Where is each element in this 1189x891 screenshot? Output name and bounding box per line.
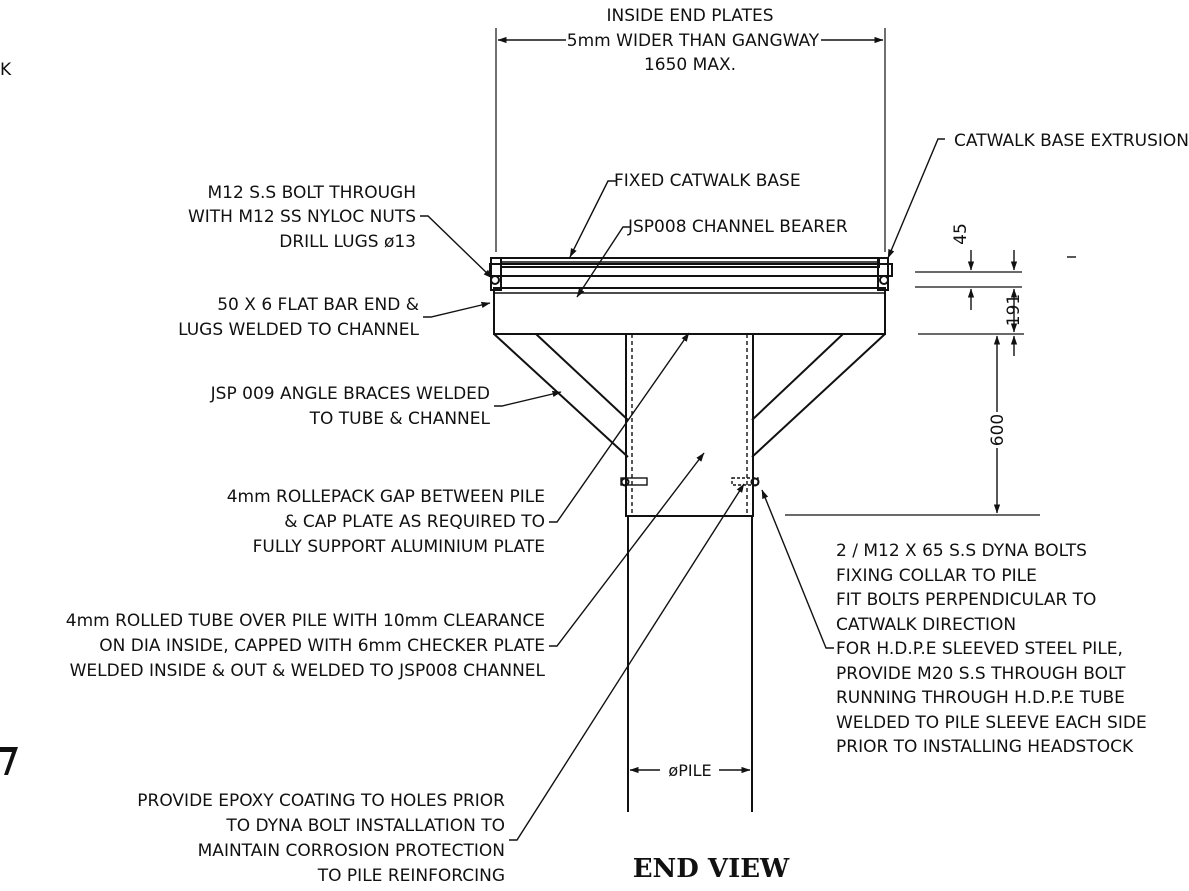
end-plates bbox=[490, 257, 889, 291]
dyna-note-line2: FIXING COLLAR TO PILE bbox=[836, 566, 1037, 586]
dim-191: 191 bbox=[1004, 294, 1024, 326]
dyna-bolt-left bbox=[620, 477, 648, 487]
dyna-note-line8: WELDED TO PILE SLEEVE EACH SIDE bbox=[836, 713, 1147, 733]
catwalk-base-extrusion bbox=[489, 257, 893, 277]
epoxy-note-line3: MAINTAIN CORROSION PROTECTION bbox=[198, 841, 505, 861]
view-title: END VIEW bbox=[633, 854, 790, 884]
pile-dim-label: øPILE bbox=[668, 761, 711, 780]
edge-fragment-mark bbox=[0, 747, 18, 775]
rolled-tube-note-line1: 4mm ROLLED TUBE OVER PILE WITH 10mm CLEA… bbox=[66, 611, 545, 631]
top-dim-line1: INSIDE END PLATES bbox=[606, 6, 773, 26]
epoxy-note-line1: PROVIDE EPOXY COATING TO HOLES PRIOR bbox=[137, 791, 505, 811]
rollepack-note-line3: FULLY SUPPORT ALUMINIUM PLATE bbox=[253, 537, 545, 557]
label-catwalk-base-extrusion: CATWALK BASE EXTRUSION bbox=[954, 131, 1189, 151]
dim-600: 600 bbox=[988, 414, 1008, 446]
dim-45: 45 bbox=[951, 223, 971, 245]
dyna-note-line9: PRIOR TO INSTALLING HEADSTOCK bbox=[836, 737, 1134, 757]
rolled-tube-collar bbox=[625, 333, 754, 517]
dyna-note-line6: PROVIDE M20 S.S THROUGH BOLT bbox=[836, 664, 1126, 684]
label-jsp008-channel-bearer: JSP008 CHANNEL BEARER bbox=[627, 217, 848, 237]
top-dim-line2: 5mm WIDER THAN GANGWAY bbox=[567, 31, 820, 51]
rolled-tube-note-line3: WELDED INSIDE & OUT & WELDED TO JSP008 C… bbox=[70, 661, 546, 681]
flat-bar-note-line1: 50 X 6 FLAT BAR END & bbox=[217, 295, 419, 315]
rollepack-note-line2: & CAP PLATE AS REQUIRED TO bbox=[284, 512, 545, 532]
label-fixed-catwalk-base: FIXED CATWALK BASE bbox=[614, 171, 801, 191]
angle-braces bbox=[493, 333, 886, 458]
channel-bearer bbox=[493, 287, 886, 335]
epoxy-note-line4: TO PILE REINFORCING bbox=[317, 866, 505, 886]
dyna-note-line7: RUNNING THROUGH H.D.P.E TUBE bbox=[836, 688, 1125, 708]
flat-bar-note-line2: LUGS WELDED TO CHANNEL bbox=[178, 320, 419, 340]
dyna-note-line5: FOR H.D.P.E SLEEVED STEEL PILE, bbox=[836, 639, 1123, 659]
rollepack-note-line1: 4mm ROLLEPACK GAP BETWEEN PILE bbox=[227, 487, 545, 507]
angle-brace-note-line2: TO TUBE & CHANNEL bbox=[309, 409, 491, 429]
angle-brace-note-line1: JSP 009 ANGLE BRACES WELDED bbox=[210, 384, 490, 404]
bolt-note-line1: M12 S.S BOLT THROUGH bbox=[207, 183, 416, 203]
dyna-note-line3: FIT BOLTS PERPENDICULAR TO bbox=[836, 590, 1096, 610]
bolt-note-line3: DRILL LUGS ø13 bbox=[279, 232, 416, 252]
top-dimension bbox=[495, 28, 886, 252]
dyna-note-line1: 2 / M12 X 65 S.S DYNA BOLTS bbox=[836, 541, 1087, 561]
bolt-note-line2: WITH M12 SS NYLOC NUTS bbox=[188, 207, 416, 227]
dyna-note-line4: CATWALK DIRECTION bbox=[836, 615, 1016, 635]
top-dim-line3: 1650 MAX. bbox=[644, 55, 736, 75]
right-dimensions bbox=[785, 250, 1040, 516]
epoxy-note-line2: TO DYNA BOLT INSTALLATION TO bbox=[225, 816, 505, 836]
dyna-bolt-right bbox=[731, 477, 760, 487]
edge-fragment-text: K bbox=[0, 60, 12, 80]
rolled-tube-note-line2: ON DIA INSIDE, CAPPED WITH 6mm CHECKER P… bbox=[99, 636, 545, 656]
pile bbox=[627, 516, 753, 812]
